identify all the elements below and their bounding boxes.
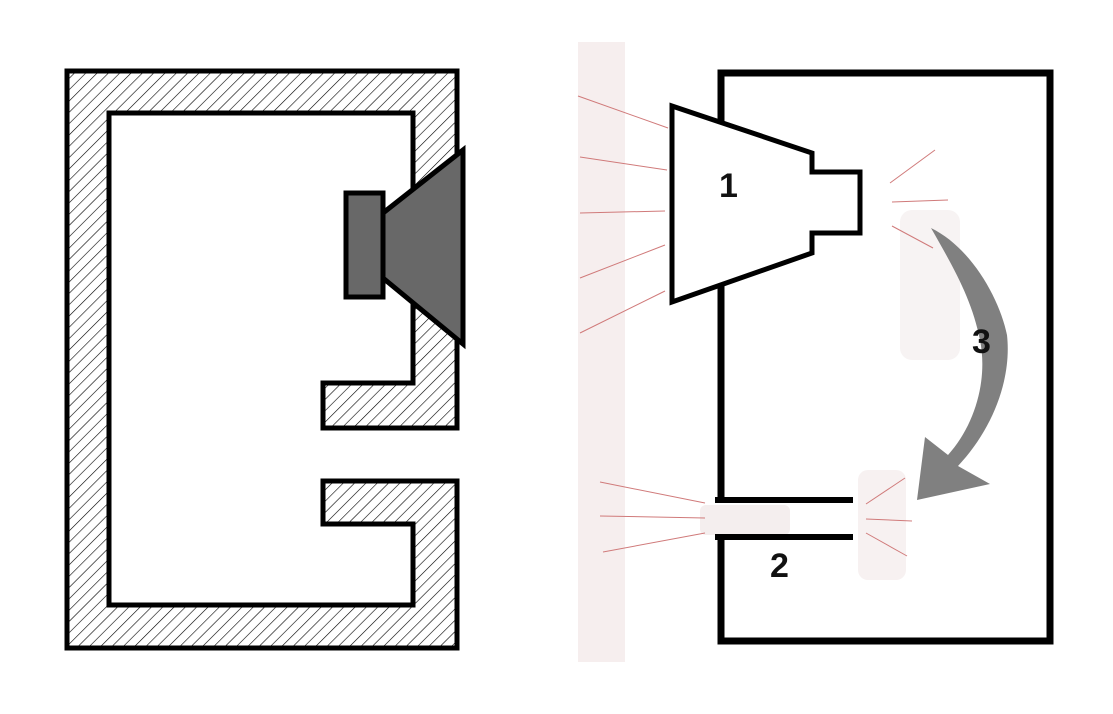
baffle-haze [578, 42, 625, 662]
driver-label: 1 [719, 167, 738, 205]
front-radiation-lines [577, 95, 669, 334]
speaker-magnet [343, 190, 386, 300]
sound-path-schematic: 1 2 3 [577, 42, 1054, 662]
arrow-haze [900, 210, 960, 360]
port-inside-radiation-lines [865, 477, 913, 557]
port-exit-haze [858, 470, 906, 580]
enclosure-cross-section [64, 68, 466, 651]
port-haze [700, 505, 790, 535]
port-label: 2 [770, 547, 789, 585]
enclosure-wall-hatched [64, 68, 460, 651]
speaker-cone [380, 144, 466, 350]
path-label: 3 [972, 323, 991, 361]
driver-outline [669, 102, 863, 306]
path-arrow-icon [917, 228, 1008, 500]
rear-radiation-lines [889, 149, 949, 249]
port-outside-radiation-lines [599, 481, 706, 553]
speaker-driver-icon [343, 144, 466, 350]
